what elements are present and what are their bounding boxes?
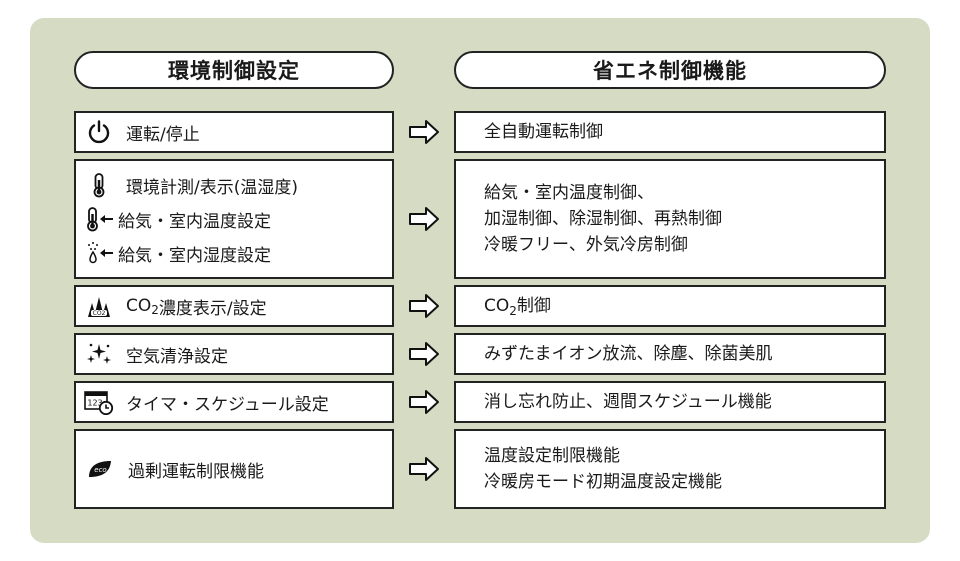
left-line: 123 タイマ・スケジュール設定 — [76, 385, 392, 419]
left-label: 運転/停止 — [126, 124, 200, 145]
right-box-temperature-limit: 温度設定制限機能 冷暖房モード初期温度設定機能 — [454, 429, 886, 509]
sparkle-icon — [86, 341, 112, 367]
right-label: CO — [484, 295, 510, 316]
left-line: 運転/停止 — [76, 115, 392, 149]
right-arrow-icon — [406, 339, 442, 369]
svg-text:CO2: CO2 — [93, 310, 106, 317]
eco-leaf-icon: eco — [86, 456, 114, 482]
left-header-label: 環境制御設定 — [168, 59, 300, 83]
right-box-auto-operation: 全自動運転制御 — [454, 111, 886, 153]
right-arrow-icon — [406, 117, 442, 147]
right-box-co2-control: CO2制御 — [454, 285, 886, 327]
co2-icon: CO2 — [86, 293, 112, 319]
left-box-air-purify: 空気清浄設定 — [74, 333, 394, 375]
left-label: 過剰運転制限機能 — [128, 461, 264, 482]
svg-text:eco: eco — [94, 466, 106, 474]
left-box-timer: 123 タイマ・スケジュール設定 — [74, 381, 394, 423]
left-line: 給気・室内温度設定 — [76, 202, 392, 236]
right-line: 給気・室内温度制御、 — [484, 183, 654, 203]
right-line: みずたまイオン放流、除塵、除菌美肌 — [484, 344, 773, 364]
left-header: 環境制御設定 — [74, 51, 394, 89]
right-line: 冷暖フリー、外気冷房制御 — [484, 235, 688, 255]
left-line: eco 過剰運転制限機能 — [76, 452, 392, 486]
left-box-power: 運転/停止 — [74, 111, 394, 153]
right-arrow-icon — [406, 454, 442, 484]
right-line: 冷暖房モード初期温度設定機能 — [484, 472, 722, 492]
right-line: 全自動運転制御 — [484, 122, 603, 142]
left-label: 給気・室内温度設定 — [118, 211, 271, 232]
subscript: 2 — [151, 303, 159, 317]
right-line: 温度設定制限機能 — [484, 446, 620, 466]
left-label: 環境計測/表示(温湿度) — [126, 177, 298, 198]
svg-text:123: 123 — [87, 399, 102, 408]
left-label: CO — [126, 296, 152, 316]
left-line: 空気清浄設定 — [76, 337, 392, 371]
right-label: 制御 — [516, 295, 551, 316]
right-header: 省エネ制御機能 — [454, 51, 886, 89]
thermometer-arrow-icon — [86, 206, 116, 232]
left-label: 濃度表示/設定 — [158, 298, 267, 319]
left-line: 給気・室内湿度設定 — [76, 236, 392, 270]
right-box-ion: みずたまイオン放流、除塵、除菌美肌 — [454, 333, 886, 375]
right-arrow-icon — [406, 291, 442, 321]
left-line: 環境計測/表示(温湿度) — [76, 168, 392, 202]
right-box-temperature-control: 給気・室内温度制御、 加湿制御、除湿制御、再熱制御 冷暖フリー、外気冷房制御 — [454, 159, 886, 279]
subscript: 2 — [509, 303, 517, 318]
left-label: 空気清浄設定 — [126, 346, 228, 367]
right-line: CO2制御 — [484, 293, 884, 320]
right-line: 消し忘れ防止、週間スケジュール機能 — [484, 392, 772, 412]
humidity-arrow-icon — [86, 240, 116, 266]
left-label: タイマ・スケジュール設定 — [126, 394, 329, 415]
right-arrow-icon — [406, 387, 442, 417]
right-header-label: 省エネ制御機能 — [593, 59, 747, 83]
thermometer-icon — [86, 172, 112, 198]
left-box-eco: eco 過剰運転制限機能 — [74, 429, 394, 509]
left-box-environment: 環境計測/表示(温湿度) 給気・室内温度設定 給気・室内湿度設定 — [74, 159, 394, 279]
right-line: 加湿制御、除湿制御、再熱制御 — [484, 209, 722, 229]
power-icon — [86, 119, 112, 145]
calendar-clock-icon: 123 — [84, 389, 114, 415]
right-box-schedule: 消し忘れ防止、週間スケジュール機能 — [454, 381, 886, 423]
right-arrow-icon — [406, 204, 442, 234]
left-label: 給気・室内湿度設定 — [118, 245, 271, 266]
